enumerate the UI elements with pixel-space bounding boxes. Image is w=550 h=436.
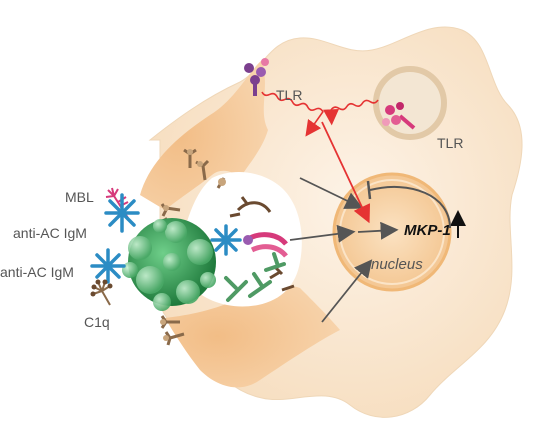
igm-pentamer-icon bbox=[210, 224, 242, 256]
apoptotic-cell-icon bbox=[122, 218, 216, 311]
anti-ac-igm-label-1: anti-AC IgM bbox=[13, 225, 87, 241]
tlr-receptor-icon bbox=[382, 102, 416, 130]
tlr-surface-label: TLR bbox=[276, 87, 302, 103]
arrow-lower-to-mkp1 bbox=[321, 259, 373, 323]
antibody-icon bbox=[224, 252, 286, 302]
arrow-receptor-to-mkp1 bbox=[289, 224, 356, 243]
tlr-receptor-icon bbox=[244, 58, 269, 96]
arrow-cup-to-mkp1 bbox=[299, 177, 364, 209]
c1q-icon bbox=[90, 279, 113, 297]
nucleus-label: nucleus bbox=[371, 256, 423, 273]
tlr-endosome-label: TLR bbox=[437, 135, 463, 151]
mkp1-label: MKP-1 bbox=[404, 222, 451, 239]
tlr-to-nucleus-arrow bbox=[321, 121, 371, 224]
arrow-inner-to-mkp1 bbox=[357, 221, 399, 240]
c1q-label: C1q bbox=[84, 314, 110, 330]
mbl-label: MBL bbox=[65, 189, 94, 205]
tlr-endosome-signal bbox=[323, 99, 379, 126]
receptor-icon bbox=[160, 319, 169, 341]
receptor-icon bbox=[269, 266, 295, 292]
igm-pentamer-icon bbox=[90, 248, 126, 284]
pseudopod-lower bbox=[165, 285, 340, 388]
tlr-surface-signal bbox=[261, 91, 324, 137]
inhibition-bar bbox=[366, 180, 372, 200]
receptor-icon bbox=[243, 232, 288, 258]
feedback-inhibition-arc bbox=[369, 185, 451, 229]
receptor-icon bbox=[229, 196, 272, 218]
c1q-icon bbox=[92, 281, 111, 306]
anti-ac-igm-label-2: anti-AC IgM bbox=[0, 264, 74, 280]
igm-pentamer-icon bbox=[104, 193, 140, 233]
